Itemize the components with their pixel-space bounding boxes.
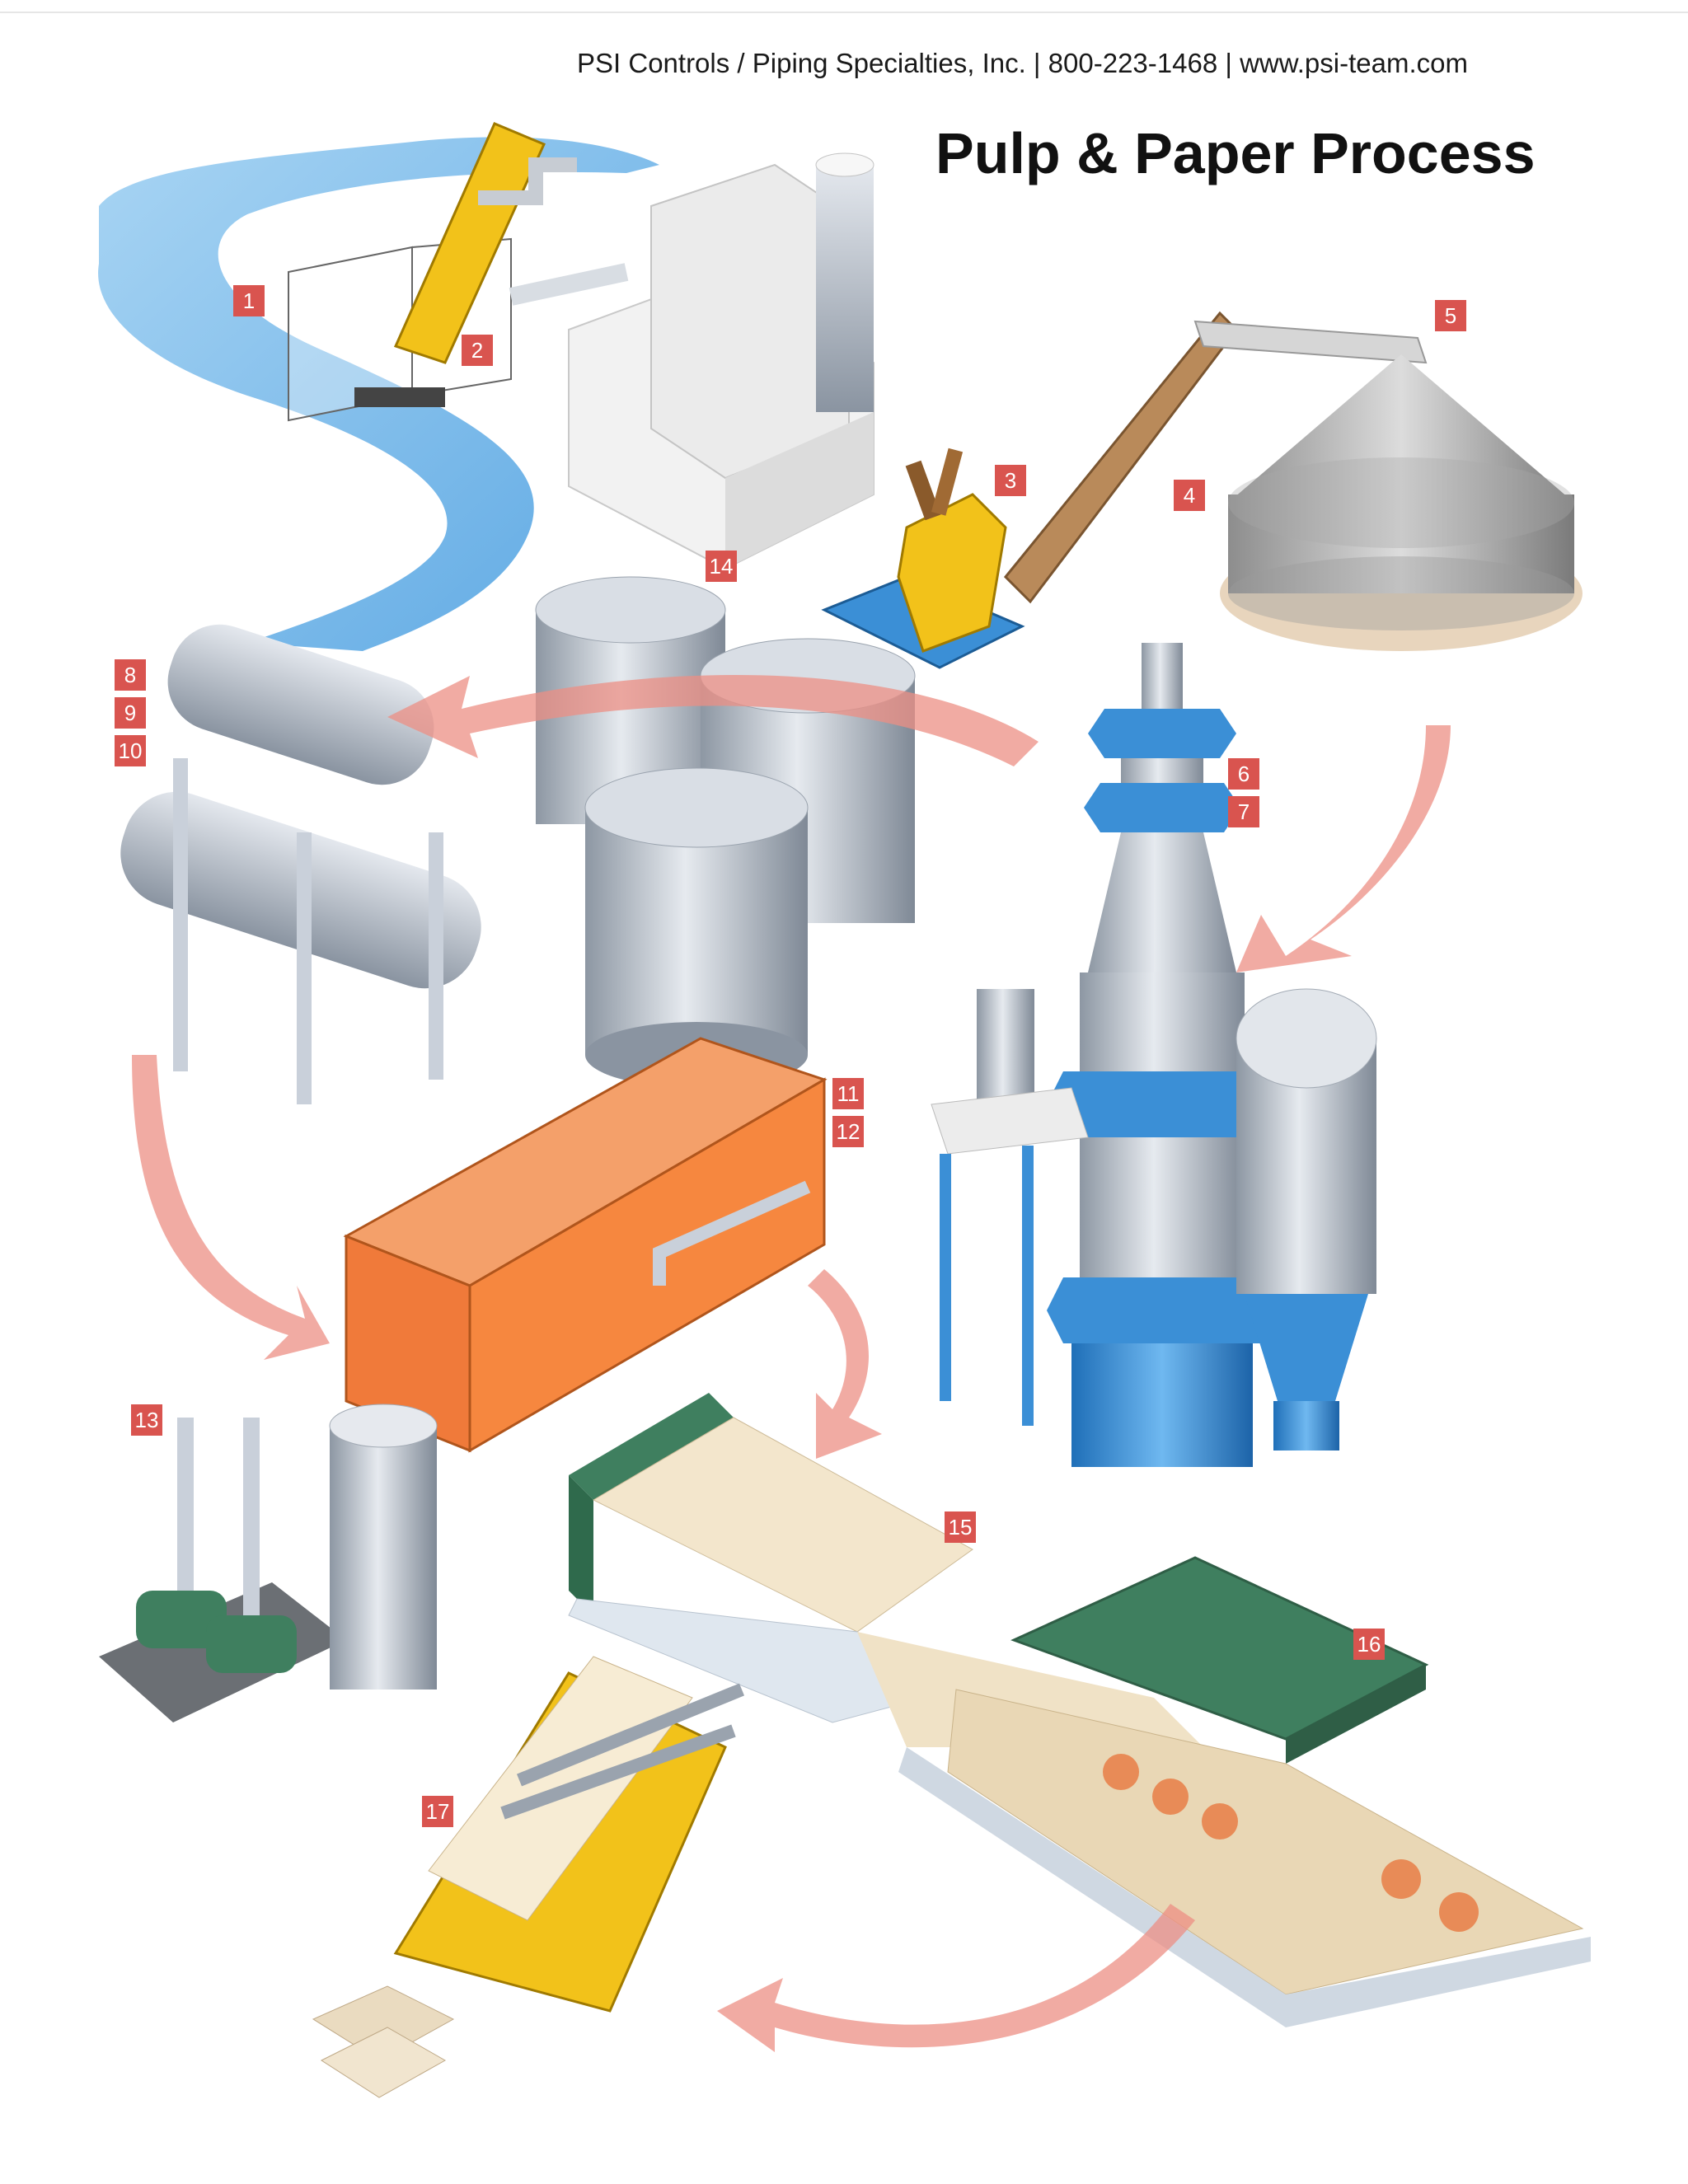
heat-exchanger xyxy=(120,624,481,1104)
step-badge-7: 7 xyxy=(1228,796,1259,827)
step-badge-2: 2 xyxy=(462,335,493,366)
arrow-pile-to-digester xyxy=(1236,725,1451,972)
step-badge-17: 17 xyxy=(422,1796,453,1827)
wood-chipper xyxy=(821,311,1428,669)
step-badge-1: 1 xyxy=(233,285,265,316)
mill-building xyxy=(568,152,874,570)
step-badge-10: 10 xyxy=(115,735,146,766)
step-badge-9: 9 xyxy=(115,697,146,729)
step-badge-5: 5 xyxy=(1435,300,1466,331)
step-badge-3: 3 xyxy=(995,465,1026,496)
step-badge-6: 6 xyxy=(1228,758,1259,790)
step-badge-13: 13 xyxy=(131,1404,162,1436)
step-badge-11: 11 xyxy=(832,1078,864,1109)
step-badge-16: 16 xyxy=(1353,1629,1385,1660)
arrow-tank-to-machine xyxy=(808,1269,882,1459)
cutter-stacker xyxy=(312,1656,745,2098)
pump-skid xyxy=(99,1404,438,1722)
flow-arrows xyxy=(132,675,1451,2052)
company-contact-line: PSI Controls / Piping Specialties, Inc. … xyxy=(577,48,1468,78)
step-badge-14: 14 xyxy=(706,551,737,582)
arrow-dryer-to-cutter xyxy=(717,1904,1195,2052)
step-badge-4: 4 xyxy=(1174,480,1205,511)
storage-tanks xyxy=(535,576,916,1088)
step-badge-12: 12 xyxy=(832,1116,864,1147)
arrow-exchanger-to-tank xyxy=(132,1055,330,1360)
chip-pile xyxy=(1220,354,1582,651)
arrow-tanks-to-exchanger xyxy=(387,675,1039,766)
paper-machine xyxy=(568,1393,1203,1747)
digester-tower xyxy=(931,643,1377,1467)
orange-tank xyxy=(343,1037,828,1453)
top-rule xyxy=(0,12,1688,13)
page-title: Pulp & Paper Process xyxy=(935,121,1536,185)
step-badge-8: 8 xyxy=(115,659,146,691)
dryer-section xyxy=(898,1556,1591,2027)
step-badge-15: 15 xyxy=(945,1511,976,1543)
